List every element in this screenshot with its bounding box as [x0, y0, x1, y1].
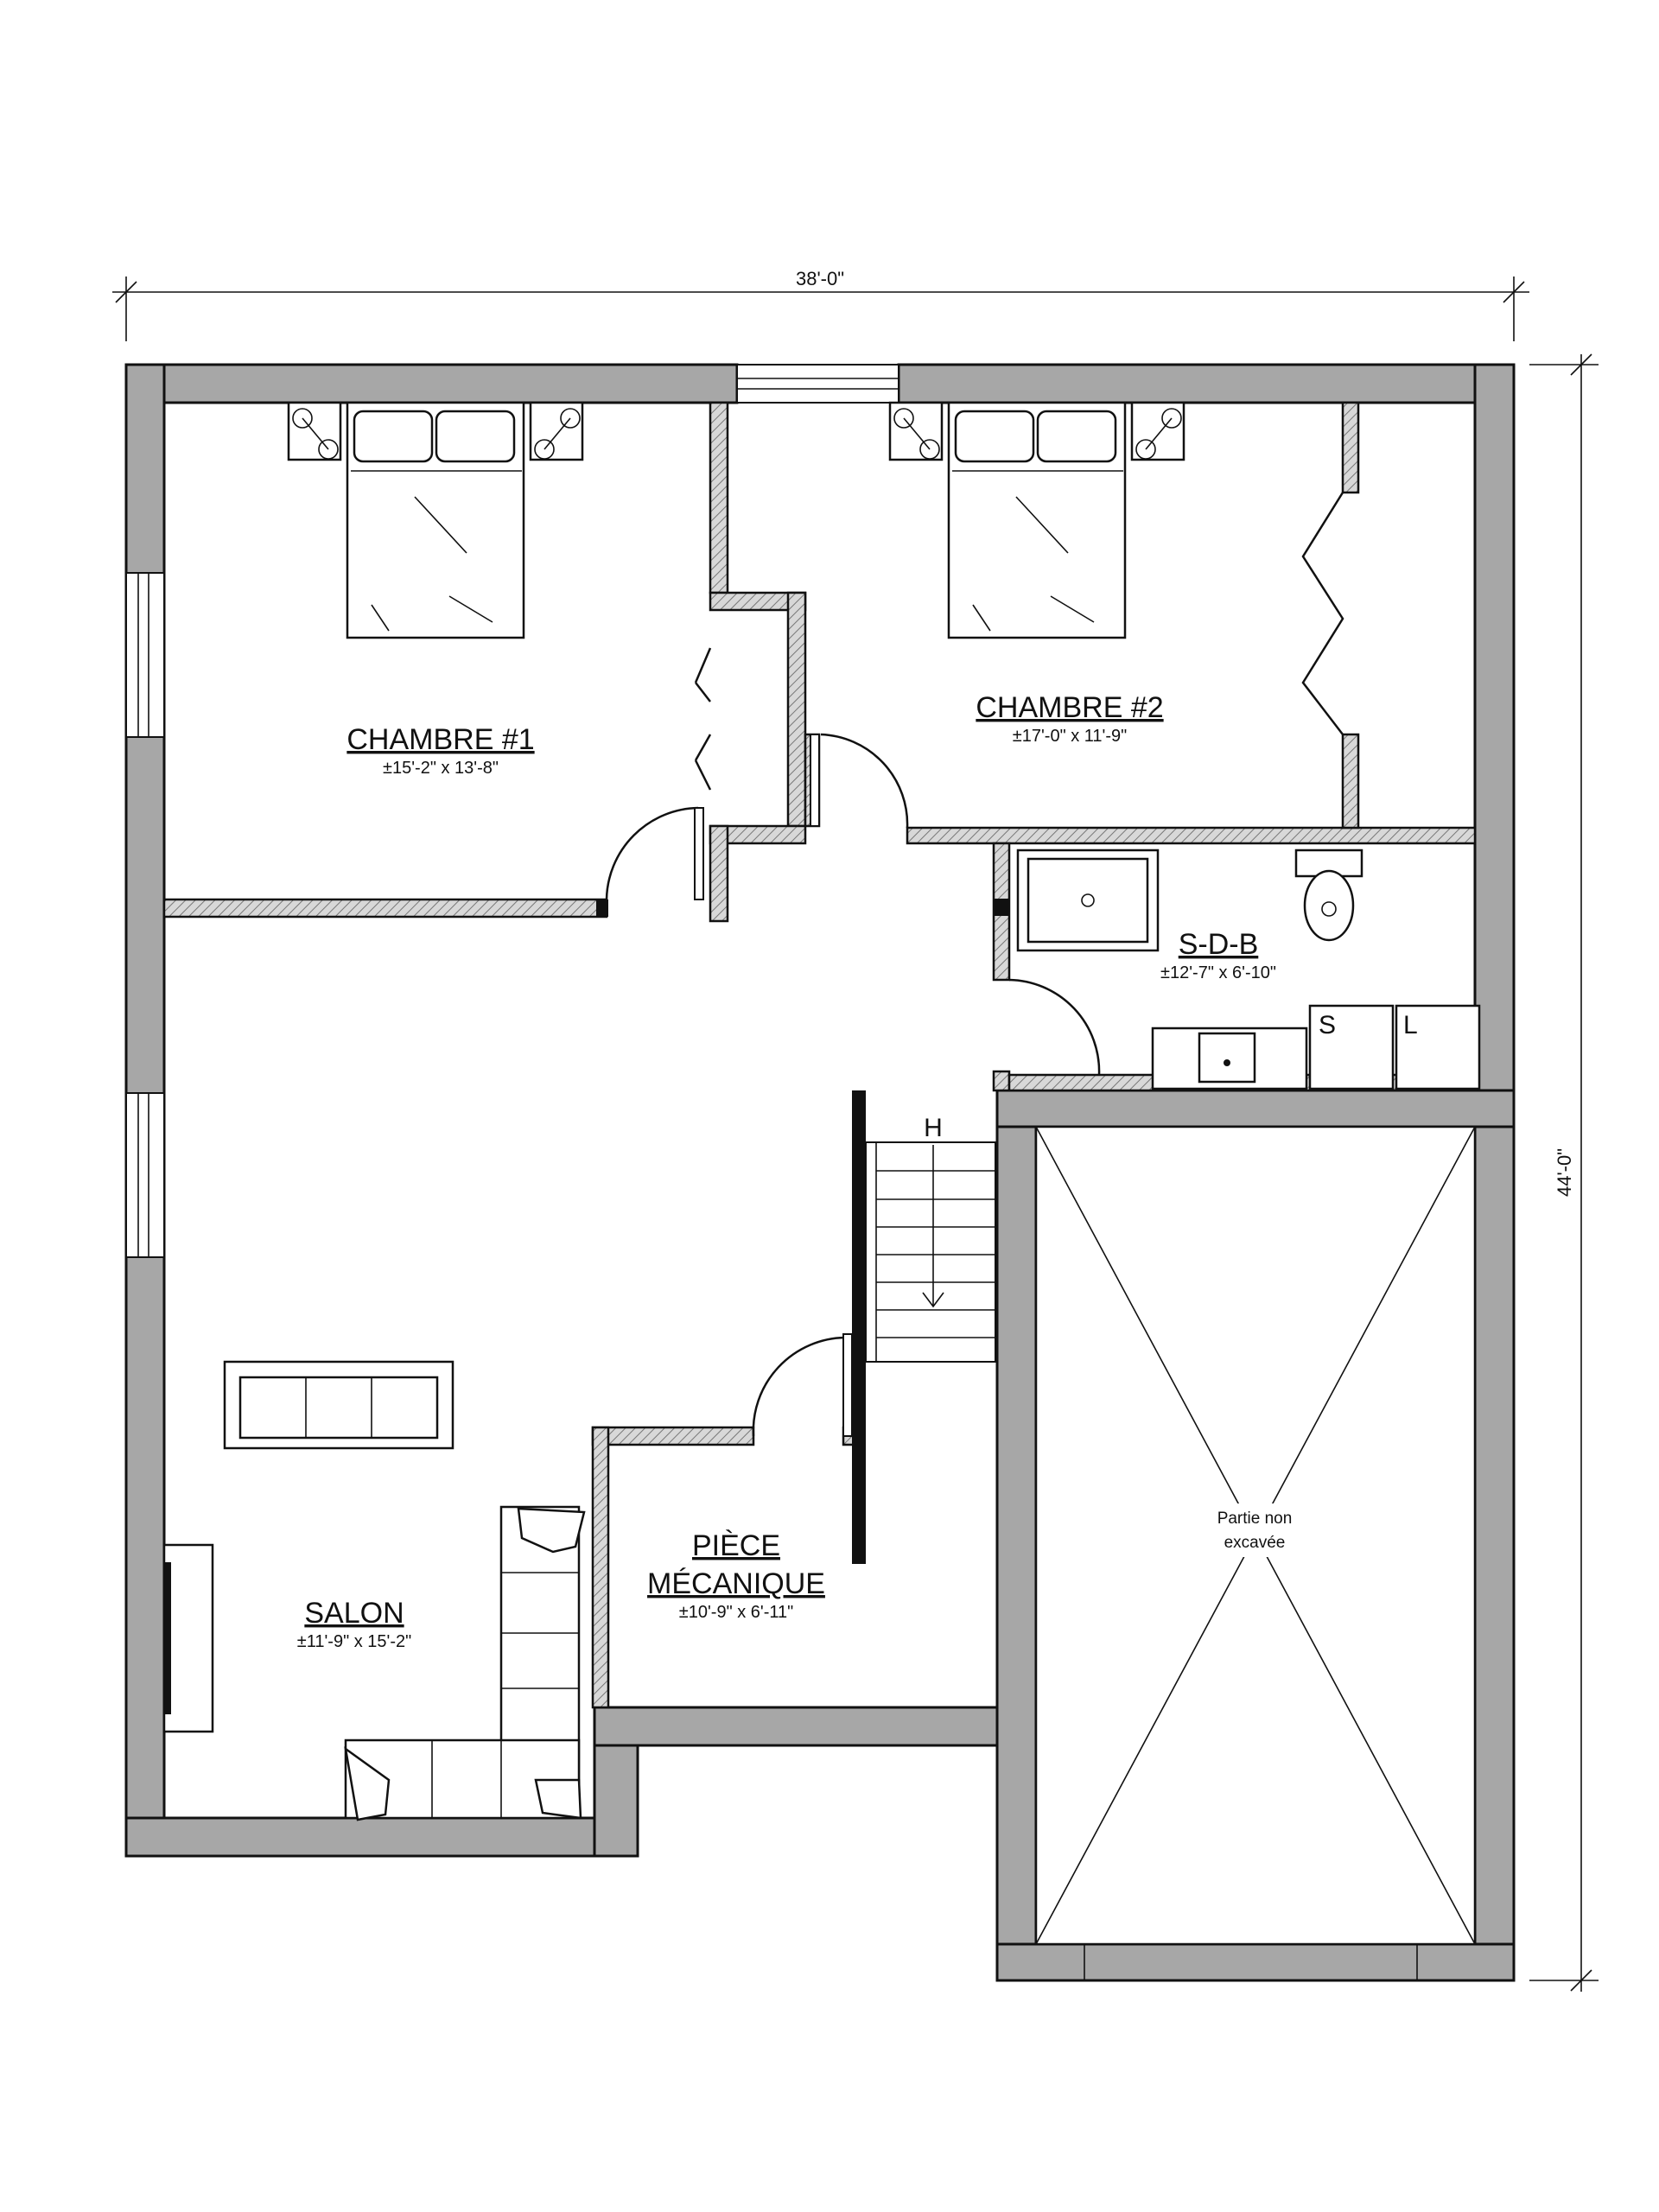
salon-size: ±11'-9" x 15'-2" — [297, 1632, 412, 1651]
dimension-width-label: 38'-0" — [796, 268, 844, 289]
windows — [125, 364, 899, 1258]
salon-name: SALON — [304, 1597, 404, 1630]
sdb-size: ±12'-7" x 6'-10" — [1160, 963, 1276, 982]
doors — [605, 733, 1101, 1437]
sink-label: S — [1319, 1011, 1336, 1039]
chambre2-size: ±17'-0" x 11'-9" — [1013, 727, 1128, 746]
sdb-name: S-D-B — [1179, 928, 1259, 961]
dimension-width: 38'-0" — [112, 268, 1529, 341]
mecanique-name-1: PIÈCE — [692, 1529, 780, 1562]
dimension-depth-label: 44'-0" — [1554, 1148, 1575, 1197]
unexcavated-label-1: Partie non — [1217, 1510, 1293, 1528]
mecanique-name-2: MÉCANIQUE — [647, 1567, 825, 1600]
chambre1-size: ±15'-2" x 13'-8" — [383, 759, 499, 778]
chambre1-name: CHAMBRE #1 — [346, 723, 534, 756]
laundry-label: L — [1403, 1011, 1418, 1039]
exterior-walls — [124, 363, 1516, 1982]
stairs: H — [852, 1090, 996, 1564]
room-labels: CHAMBRE #1 ±15'-2" x 13'-8" CHAMBRE #2 ±… — [297, 691, 1276, 1651]
salon-furniture — [162, 1360, 586, 1821]
bathroom-fixtures: S L — [1016, 849, 1481, 1090]
bed-chambre2 — [888, 401, 1185, 639]
unexcavated-label-2: excavée — [1224, 1534, 1286, 1552]
dimension-depth: 44'-0" — [1529, 353, 1599, 1992]
stairs-label: H — [924, 1114, 943, 1142]
bed-chambre1 — [287, 401, 584, 639]
chambre2-name: CHAMBRE #2 — [976, 691, 1163, 724]
mecanique-size: ±10'-9" x 6'-11" — [679, 1603, 794, 1622]
